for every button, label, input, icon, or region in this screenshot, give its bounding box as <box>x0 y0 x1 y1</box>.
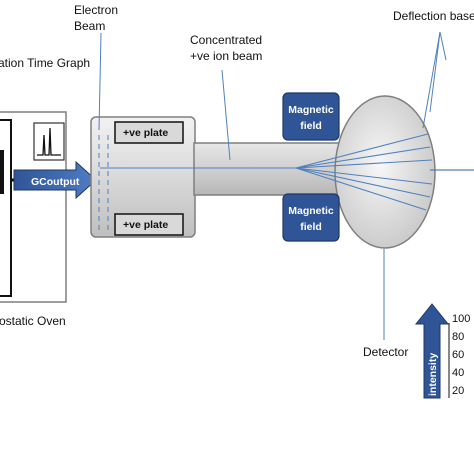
concentrated-label-line1: Concentrated <box>190 33 262 47</box>
intensity-scale: 100 80 60 40 20 <box>452 313 470 397</box>
plate-top <box>114 121 184 144</box>
intensity-tick: 20 <box>452 385 464 397</box>
intensity-tick: 40 <box>452 367 464 379</box>
intensity-tick: 100 <box>452 313 470 325</box>
gc-output-label: GCoutput <box>31 176 80 188</box>
magnetic-top-label-line1: Magnetic <box>288 104 334 116</box>
gc-output-arrow <box>13 160 97 200</box>
electron-beam-label-line2: Beam <box>74 19 105 33</box>
intensity-tick: 60 <box>452 349 464 361</box>
magnetic-bottom-label-line2: field <box>300 221 322 233</box>
intensity-tick: 80 <box>452 331 464 343</box>
time-graph-label: ation Time Graph <box>0 56 90 70</box>
deflection-label: Deflection base <box>393 9 474 23</box>
intensity-arrow <box>414 303 450 399</box>
intensity-label: intensity <box>427 353 439 396</box>
magnetic-field-bottom <box>282 193 340 242</box>
electron-beam-pointer <box>98 32 102 131</box>
magnetic-field-top <box>282 92 340 141</box>
concentrated-label-line2: +ve ion beam <box>190 49 262 63</box>
deflection-pointers <box>422 31 447 129</box>
magnetic-bottom-label-line1: Magnetic <box>288 205 334 217</box>
plate-bottom <box>114 213 184 236</box>
plate-bottom-label: +ve plate <box>123 219 168 231</box>
detector-bulb <box>334 95 436 249</box>
detector-label: Detector <box>363 345 408 359</box>
concentrated-pointer <box>221 69 231 161</box>
flight-tube <box>193 142 357 196</box>
electron-beam-label-line1: Electron <box>74 3 118 17</box>
ion-beam <box>100 133 433 211</box>
plate-top-label: +ve plate <box>123 127 168 139</box>
magnetic-top-label-line2: field <box>300 120 322 132</box>
time-graph-box <box>33 122 65 161</box>
oven-label: ostatic Oven <box>0 314 66 328</box>
